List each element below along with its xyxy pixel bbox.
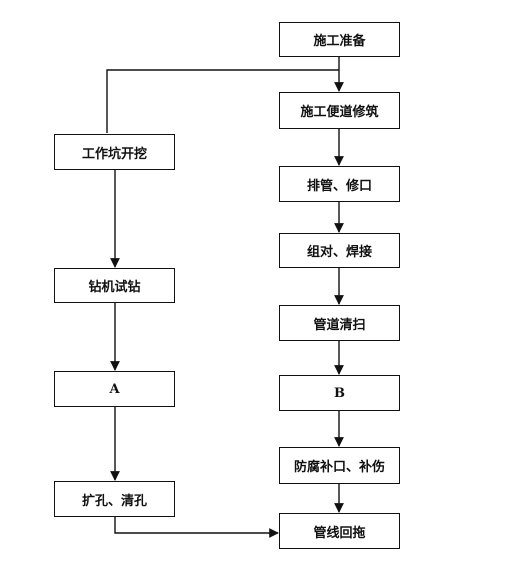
step-a: A [54, 371, 175, 407]
step-pipe-cleaning: 管道清扫 [279, 305, 400, 341]
edge-branch-to-pit [106, 69, 339, 133]
step-alignment-welding: 组对、焊接 [279, 233, 400, 268]
step-b: B [279, 375, 400, 411]
step-pipeline-pullback: 管线回拖 [279, 513, 400, 549]
step-work-pit-excavation: 工作坑开挖 [54, 134, 175, 170]
step-trial-drilling: 钻机试钻 [54, 268, 175, 303]
step-pipe-laying-trimming: 排管、修口 [279, 166, 400, 202]
step-reaming-cleaning: 扩孔、清孔 [54, 481, 175, 517]
edge-reaming-to-pullback [114, 517, 279, 538]
step-construction-prep: 施工准备 [279, 22, 400, 57]
step-coating-repair: 防腐补口、补伤 [279, 447, 400, 484]
step-access-road: 施工便道修筑 [279, 92, 400, 129]
